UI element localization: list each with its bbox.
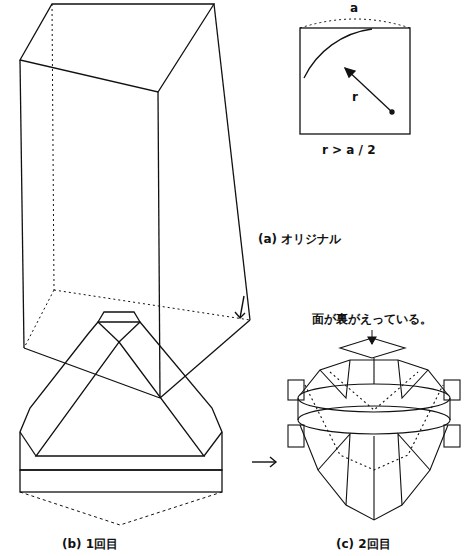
dimension-label: a	[350, 1, 358, 15]
step-arrows	[235, 296, 276, 467]
first-iteration-figure	[20, 312, 222, 525]
cube-figure	[20, 4, 250, 398]
figure-caption: (a) オリジナル	[258, 232, 341, 246]
figure-caption: (b) 1回目	[62, 537, 118, 551]
inset-square	[300, 19, 410, 134]
figure-caption: (c) 2回目	[336, 537, 391, 551]
annotation-note: 面が裏がえっている。	[312, 312, 432, 326]
condition-label: r > a / 2	[322, 143, 376, 157]
second-iteration-figure	[288, 330, 460, 520]
radius-label: r	[352, 90, 358, 104]
